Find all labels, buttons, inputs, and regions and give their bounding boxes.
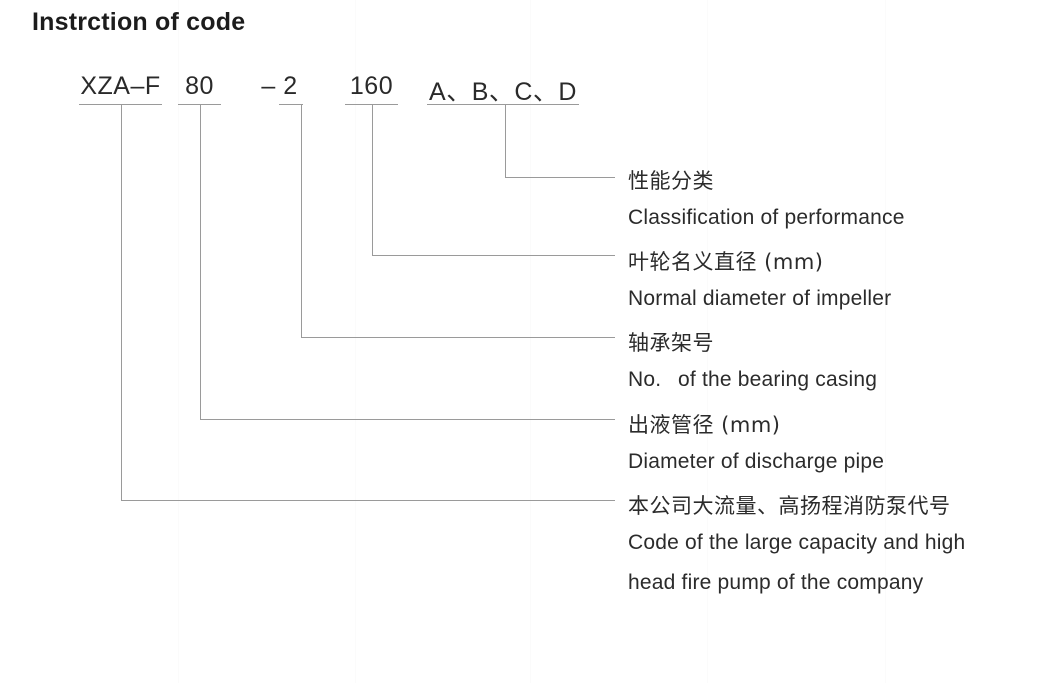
underline-impeller	[345, 104, 398, 105]
scan-seam	[885, 0, 886, 683]
label-impeller-zh: 叶轮名义直径 (mm)	[628, 250, 824, 274]
label-series-en: Code of the large capacity and high	[628, 531, 966, 554]
leader-drop-performance	[505, 104, 506, 177]
underline-discharge	[178, 104, 221, 105]
code-segment-bearing: – 2	[261, 72, 298, 100]
code-segment-series: XZA–F	[80, 72, 161, 100]
leader-drop-bearing	[301, 104, 302, 337]
leader-run-series	[121, 500, 615, 501]
scan-seam	[355, 0, 356, 683]
label-performance-en: Classification of performance	[628, 206, 905, 229]
leader-drop-impeller	[372, 104, 373, 255]
label-series-zh: 本公司大流量、高扬程消防泵代号	[628, 494, 951, 518]
label-discharge-en: Diameter of discharge pipe	[628, 450, 885, 473]
code-segment-discharge: 80	[185, 72, 214, 100]
page-title: Instrction of code	[32, 8, 246, 36]
scan-seam	[707, 0, 708, 683]
label-performance-zh: 性能分类	[628, 169, 714, 193]
leader-run-impeller	[372, 255, 615, 256]
label-bearing-zh: 轴承架号	[628, 331, 714, 355]
label-series-en-line2: head fire pump of the company	[628, 571, 924, 594]
code-segment-performance: A、B、C、D	[429, 78, 577, 106]
label-bearing-en: No. of the bearing casing	[628, 368, 878, 391]
underline-bearing	[279, 104, 303, 105]
leader-drop-series	[121, 104, 122, 500]
underline-performance	[427, 104, 579, 105]
scan-seam	[178, 0, 179, 683]
leader-run-bearing	[301, 337, 615, 338]
leader-run-discharge	[200, 419, 615, 420]
label-discharge-zh: 出液管径 (mm)	[628, 413, 781, 437]
code-segment-impeller: 160	[349, 72, 394, 100]
leader-drop-discharge	[200, 104, 201, 419]
leader-run-performance	[505, 177, 615, 178]
scan-seam	[530, 0, 531, 683]
label-impeller-en: Normal diameter of impeller	[628, 287, 892, 310]
underline-series	[79, 104, 162, 105]
